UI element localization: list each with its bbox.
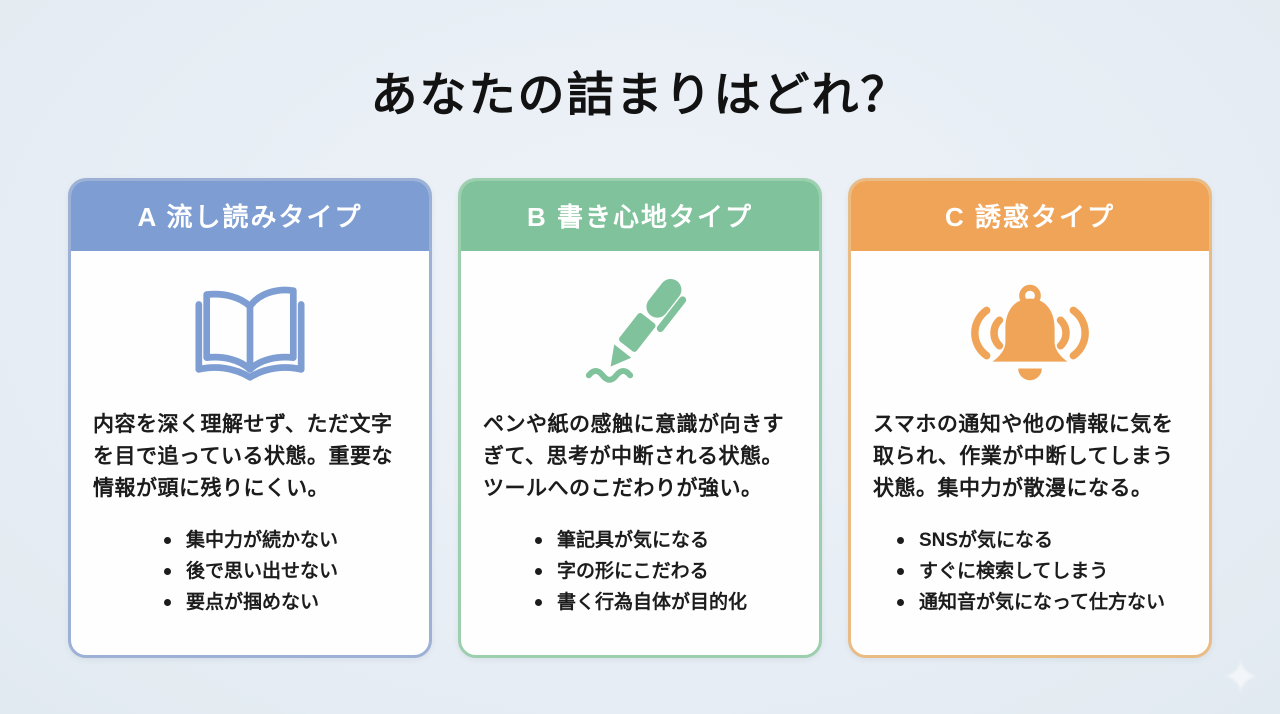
bell-icon bbox=[851, 261, 1209, 407]
page-title: あなたの詰まりはどれ？ bbox=[370, 68, 910, 121]
list-item: 筆記具が気になる bbox=[533, 525, 747, 556]
symptom-list: 筆記具が気になる 字の形にこだわる 書く行為自体が目的化 bbox=[533, 525, 747, 618]
card-description: 内容を深く理解せず、ただ文字を目で追っている状態。重要な情報が頭に残りにくい。 bbox=[93, 413, 393, 500]
list-item: 後で思い出せない bbox=[162, 556, 338, 587]
card-header: C 誘惑タイプ bbox=[851, 181, 1209, 251]
card-description: ペンや紙の感触に意識が向きすぎて、思考が中断される状態。ツールへのこだわりが強い… bbox=[483, 413, 784, 500]
card-header: A 流し読みタイプ bbox=[71, 181, 429, 251]
list-item: SNSが気になる bbox=[895, 525, 1165, 556]
symptom-list: 集中力が続かない 後で思い出せない 要点が掴めない bbox=[162, 525, 338, 618]
list-item: 通知音が気になって仕方ない bbox=[895, 587, 1165, 618]
card-temptation-type: C 誘惑タイプ スマホの通知や他の情報に気を取られ、作業が中断してしまう状態。集… bbox=[848, 178, 1212, 658]
pen-icon bbox=[461, 261, 819, 407]
list-item: 書く行為自体が目的化 bbox=[533, 587, 747, 618]
card-description: スマホの通知や他の情報に気を取られ、作業が中断してしまう状態。集中力が散漫になる… bbox=[873, 413, 1174, 500]
card-row: A 流し読みタイプ 内容を深く理解せず、ただ文字を目で追っている状態。重要な情報… bbox=[68, 178, 1212, 658]
list-item: 集中力が続かない bbox=[162, 525, 338, 556]
list-item: 要点が掴めない bbox=[162, 587, 338, 618]
symptom-list: SNSが気になる すぐに検索してしまう 通知音が気になって仕方ない bbox=[895, 525, 1165, 618]
sparkle-watermark-icon: ✦ bbox=[1221, 651, 1260, 703]
card-writing-feel-type: B 書き心地タイプ ペンや紙の感触に意識が向きすぎて、思考が中断される状態。ツー… bbox=[458, 178, 822, 658]
card-header: B 書き心地タイプ bbox=[461, 181, 819, 251]
list-item: 字の形にこだわる bbox=[533, 556, 747, 587]
list-item: すぐに検索してしまう bbox=[895, 556, 1165, 587]
card-skim-reading-type: A 流し読みタイプ 内容を深く理解せず、ただ文字を目で追っている状態。重要な情報… bbox=[68, 178, 432, 658]
open-book-icon bbox=[71, 261, 429, 407]
